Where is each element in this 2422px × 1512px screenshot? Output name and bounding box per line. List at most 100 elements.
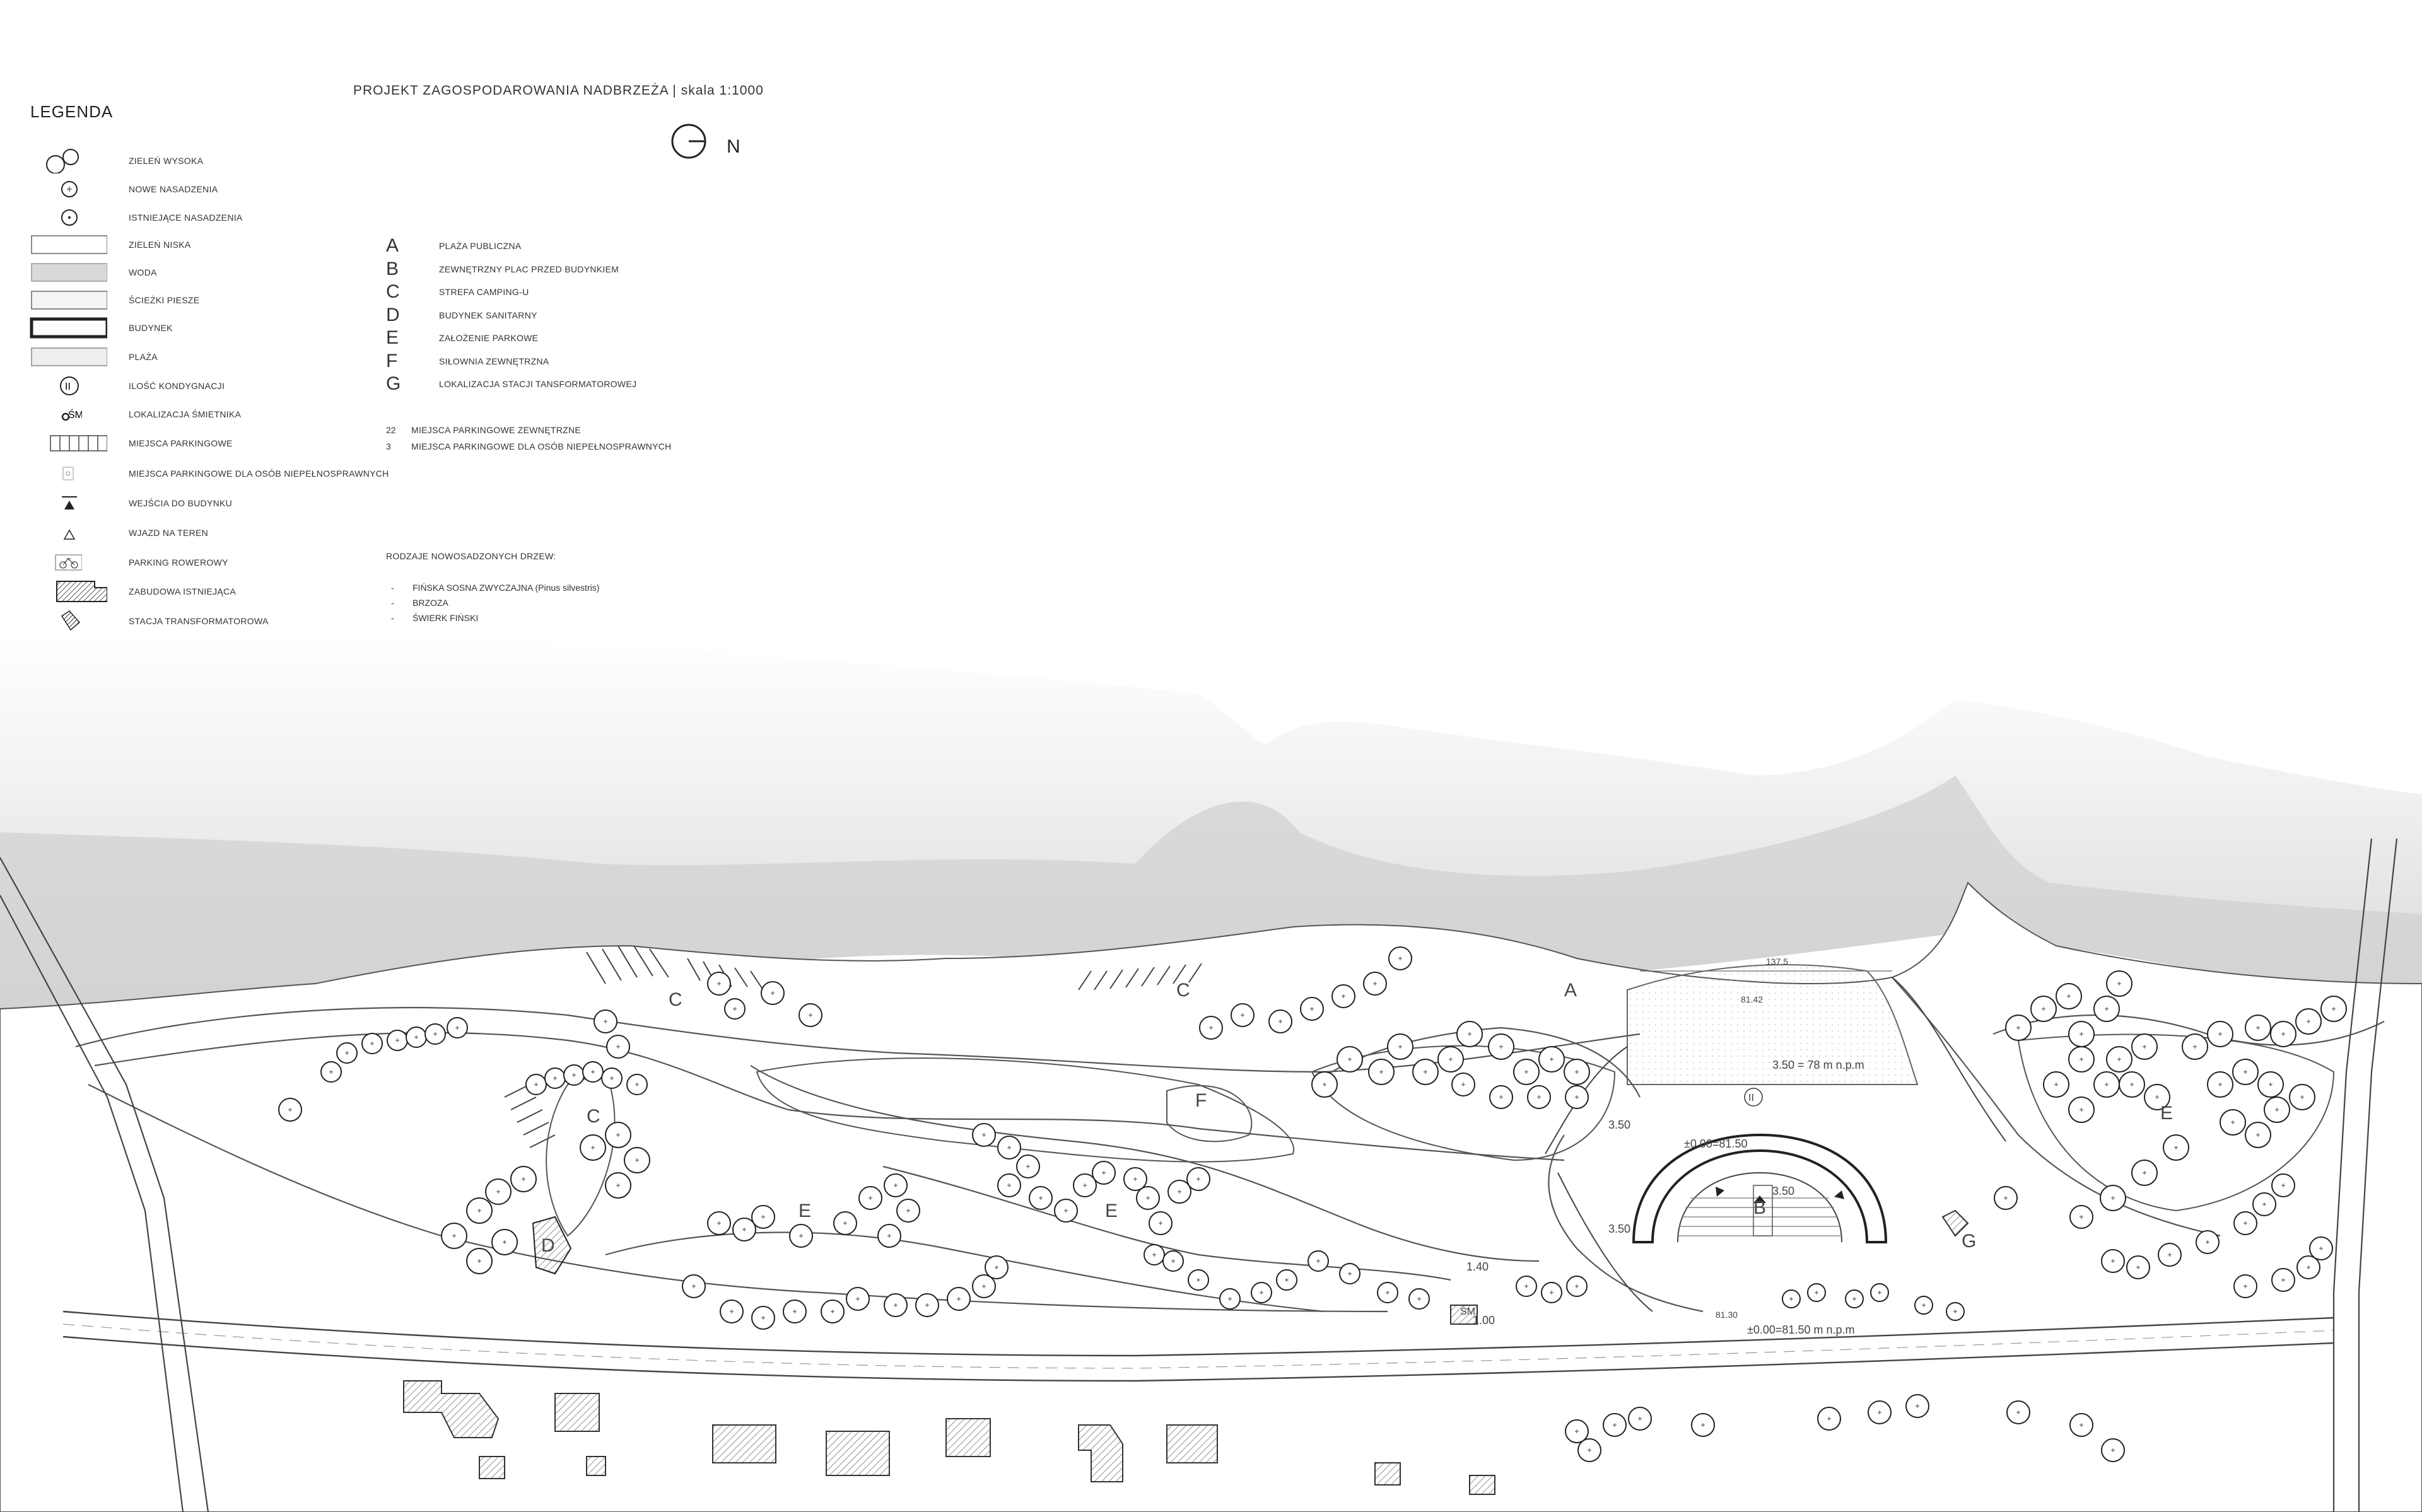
tree-type-label: BRZOZA (412, 598, 448, 608)
access-roads (0, 838, 2398, 1512)
storeys-label: II (1748, 1093, 1754, 1103)
tree-center-mark (2054, 1083, 2058, 1086)
tree-center-mark (2016, 1026, 2020, 1030)
accessible-parking-icon (25, 461, 107, 486)
tree-center-mark (2080, 1423, 2083, 1427)
water-icon (25, 260, 108, 285)
tree-center-mark (1178, 1190, 1181, 1194)
zone-letter: F (386, 350, 398, 371)
building-entrance-icon (25, 491, 107, 516)
zone-label-c1: C (669, 989, 682, 1010)
tree-center-mark (370, 1042, 374, 1045)
legend-title: LEGENDA (30, 102, 114, 121)
tree-center-mark (761, 1316, 765, 1320)
dim-label: 137.5 (1766, 957, 1788, 967)
tree-center-mark (2275, 1108, 2279, 1112)
legend-item-label: WEJŚCIA DO BUDYNKU (129, 498, 233, 508)
tree-center-mark (2080, 1215, 2083, 1219)
tree-center-mark (2080, 1057, 2083, 1061)
tree-center-mark (616, 1183, 620, 1187)
tree-center-mark (1196, 1278, 1200, 1282)
zone-letter: A (386, 235, 399, 256)
level-label: ±0.00=81.50 m n.p.m (1747, 1323, 1854, 1336)
legend-item: PLAŻA (25, 344, 158, 369)
legend-item-label: LOKALIZACJA ŚMIETNIKA (129, 409, 242, 419)
tree-center-mark (455, 1026, 459, 1030)
tree-center-mark (692, 1284, 696, 1288)
tree-center-mark (843, 1221, 847, 1225)
tree-center-mark (1398, 957, 1402, 960)
zone-label-e3: E (2160, 1103, 2173, 1124)
tree-center-mark (1228, 1297, 1232, 1301)
tree-center-mark (1575, 1284, 1579, 1288)
land-area (0, 881, 2422, 1512)
tree-center-mark (1789, 1297, 1793, 1301)
tree-center-mark (1852, 1297, 1856, 1301)
legend-item: MIEJSCA PARKINGOWE (25, 431, 233, 456)
tree-center-mark (2307, 1265, 2310, 1269)
footpaths-icon (25, 288, 108, 313)
tree-center-mark (591, 1070, 595, 1074)
zone-description: ZAŁOŻENIE PARKOWE (439, 333, 539, 343)
tree-center-mark (1524, 1284, 1528, 1288)
existing-buildings (403, 1209, 1969, 1495)
tree-center-mark (717, 1221, 721, 1225)
tree-center-mark (2136, 1265, 2140, 1269)
tree-center-mark (925, 1303, 929, 1307)
main-road (62, 1310, 2334, 1382)
zone-letter: D (386, 304, 400, 325)
svg-text:II: II (65, 381, 71, 392)
tree-center-mark (717, 982, 721, 986)
tree-center-mark (2105, 1083, 2109, 1086)
tree-center-mark (553, 1076, 557, 1080)
tree-center-mark (1922, 1303, 1926, 1307)
parking-label: MIEJSCA PARKINGOWE ZEWNĘTRZNE (411, 425, 582, 435)
tree-center-mark (1373, 982, 1377, 986)
main-building (1632, 1133, 1888, 1243)
tree-center-mark (2117, 1057, 2121, 1061)
tree-center-mark (2111, 1196, 2115, 1200)
tree-center-mark (982, 1284, 986, 1288)
level-label: 3.50 (1772, 1185, 1794, 1197)
new-plantings-icon (25, 177, 107, 202)
tree-center-mark (1348, 1272, 1352, 1276)
tree-center-mark (616, 1045, 620, 1049)
zone-label-c2: C (1176, 980, 1190, 1001)
tree-center-mark (635, 1083, 639, 1086)
tree-center-mark (1316, 1259, 1320, 1263)
tree-center-mark (1537, 1095, 1541, 1099)
tree-center-mark (477, 1209, 481, 1213)
tree-center-mark (2262, 1202, 2266, 1206)
tree-center-mark (2174, 1146, 2178, 1149)
tree-center-mark (2218, 1032, 2222, 1036)
level-label: 1.00 (1473, 1314, 1495, 1327)
tree-center-mark (2281, 1032, 2285, 1036)
tree-center-mark (1342, 994, 1345, 998)
transformer-station-icon (25, 608, 107, 634)
legend-item-label: ILOŚĆ KONDYGNACJI (129, 381, 225, 391)
zone-description: LOKALIZACJA STACJI TANSFORMATOROWEJ (439, 379, 637, 389)
tree-center-mark (604, 1020, 607, 1023)
parking-label: MIEJSCA PARKINGOWE DLA OSÓB NIEPEŁNOSPRA… (411, 441, 672, 451)
site-entry-icon (25, 520, 107, 545)
legend-item-label: ISTNIEJĄCE NASADZENIA (129, 212, 243, 223)
tree-center-mark (869, 1196, 872, 1200)
tree-center-mark (1007, 1146, 1011, 1149)
tree-center-mark (1152, 1253, 1156, 1257)
tree-center-mark (887, 1234, 891, 1238)
zone-description: SIŁOWNIA ZEWNĘTRZNA (439, 356, 549, 366)
tree-type-label: FIŃSKA SOSNA ZWYCZAJNA (Pinus silvestris… (412, 583, 600, 593)
tree-center-mark (2080, 1032, 2083, 1036)
parking-count: 22 (386, 425, 396, 435)
zone-description: STREFA CAMPING-U (439, 287, 529, 297)
elevation-label: 81.30 (1716, 1310, 1738, 1320)
tree-center-mark (2244, 1221, 2247, 1225)
tree-center-mark (1449, 1057, 1453, 1061)
tree-center-mark (1550, 1057, 1553, 1061)
tree-center-mark (1499, 1045, 1503, 1049)
zone-label-e2: E (1105, 1201, 1118, 1221)
